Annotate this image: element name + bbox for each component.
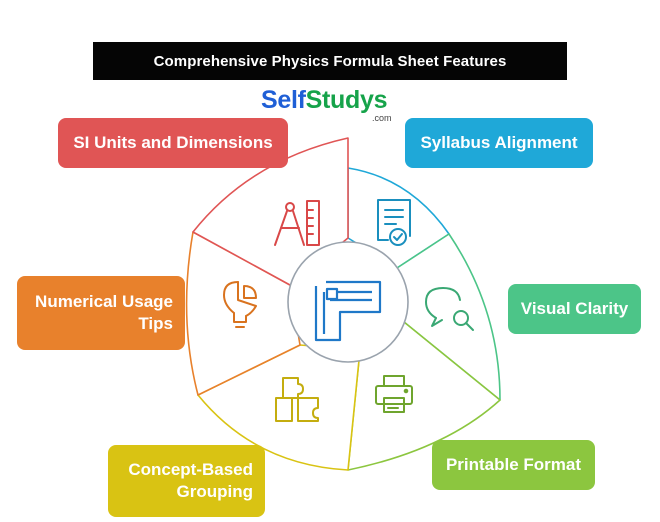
label-syllabus-alignment: Syllabus Alignment [405,118,593,168]
logo-self: Self [261,86,306,114]
label-printable-format: Printable Format [432,440,595,490]
label-visual-clarity: Visual Clarity [508,284,641,334]
page-title: Comprehensive Physics Formula Sheet Feat… [93,42,567,80]
magnifier-chat-icon [425,287,474,331]
brand-logo: SelfStudys .com [261,86,401,126]
logo-com: .com [372,113,392,123]
label-si-units: SI Units and Dimensions [58,118,288,168]
center-hub [287,241,409,363]
lightbulb-chart-icon [223,281,257,328]
printer-icon [375,375,413,413]
puzzle-icon [275,377,319,422]
checklist-document-icon [377,199,411,246]
label-concept-based-grouping: Concept-Based Grouping [108,445,265,517]
ruler-compass-icon [274,200,320,246]
logo-studys: Studys [305,86,388,114]
label-numerical-usage-tips: Numerical Usage Tips [17,276,185,350]
formula-sheet-icon [314,280,382,342]
